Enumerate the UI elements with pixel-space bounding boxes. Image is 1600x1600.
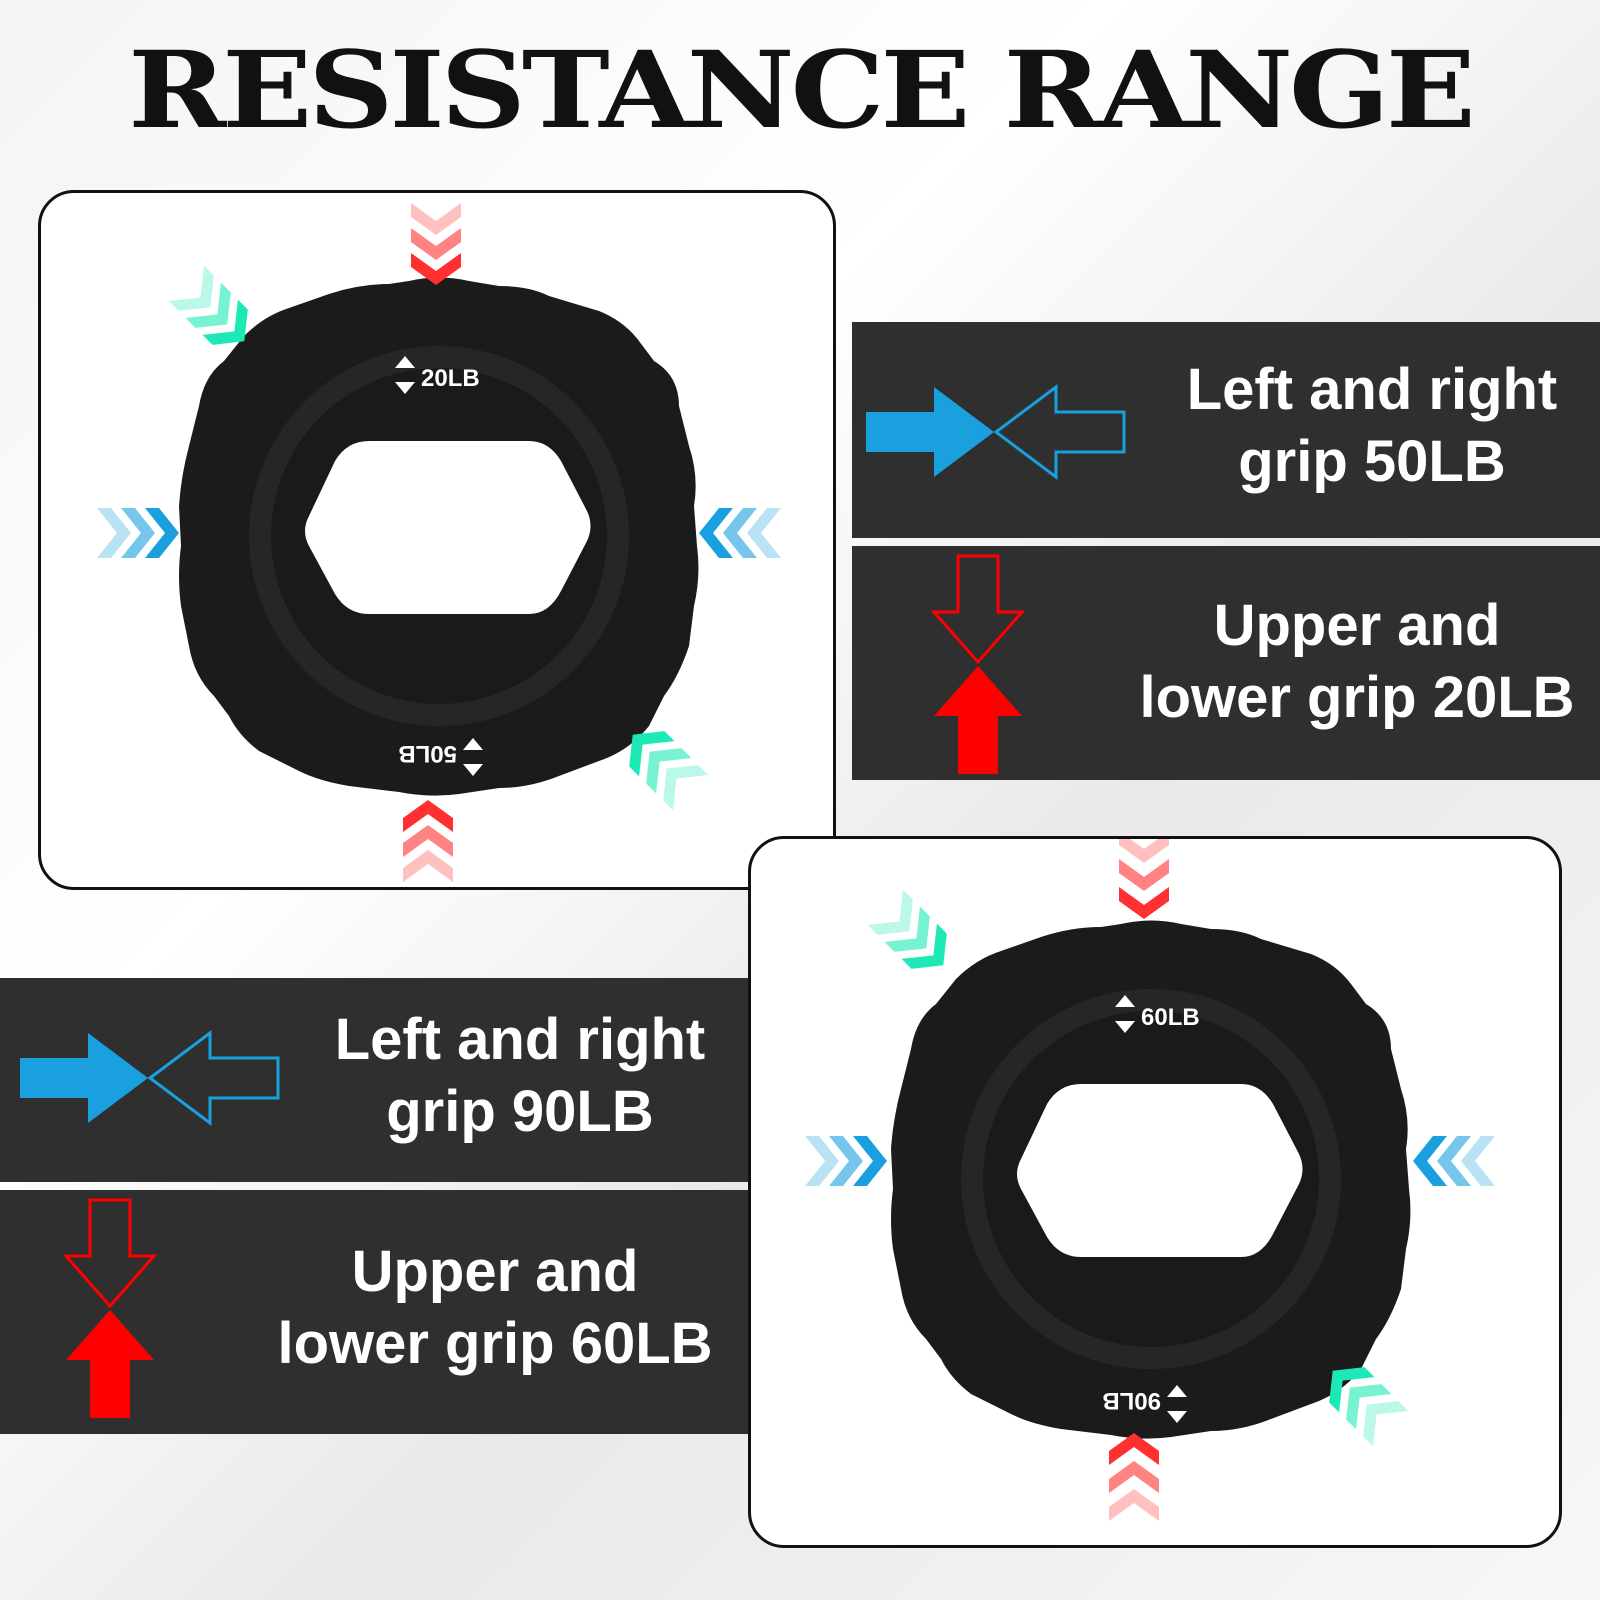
label-top-marker [395,356,415,394]
chevrons-left-blue [805,1136,887,1186]
chevrons-right-blue [699,508,781,558]
grip-ring-illustration-top: 20LB 50LB [97,203,781,882]
band-4-text: Upper and lower grip 60LB [250,1236,740,1380]
product-panel-top: 20LB 50LB [38,190,836,890]
up-down-arrows-icon [930,554,1026,774]
page-title: RESISTANCE RANGE [128,27,1476,153]
chevrons-bottom-red [1109,1433,1159,1521]
left-right-arrows-icon [866,384,1126,480]
band-1-line-2: grip 50LB [1238,429,1506,494]
label-bottom: 50LB [398,740,457,767]
band-2-text: Upper and lower grip 20LB [1122,590,1592,734]
grip-ring: 20LB 50LB [179,277,699,796]
band-2-line-1: Upper and [1213,593,1501,658]
chevrons-diagonal-teal-top [867,889,947,969]
info-band-3: Left and right grip 90LB [0,978,748,1182]
grip-ring-illustration-bottom: 60LB 90LB [805,839,1495,1521]
band-3-line-1: Left and right [334,1007,706,1072]
band-3-text: Left and right grip 90LB [300,1004,740,1148]
label-bottom: 90LB [1102,1387,1161,1414]
chevrons-bottom-red [403,800,453,882]
band-1-line-1: Left and right [1186,357,1558,422]
chevrons-left-blue [97,508,179,558]
info-band-2: Upper and lower grip 20LB [852,546,1600,780]
chevrons-diagonal-teal-top [168,265,248,345]
chevrons-top-red [411,203,461,285]
product-panel-bottom: 60LB 90LB [748,836,1562,1548]
chevrons-diagonal-teal-bottom [1329,1367,1409,1447]
band-2-line-2: lower grip 20LB [1139,665,1575,730]
chevrons-diagonal-teal-bottom [629,731,709,811]
info-band-4: Upper and lower grip 60LB [0,1190,748,1434]
grip-ring: 60LB 90LB [891,920,1411,1439]
info-band-1: Left and right grip 50LB [852,322,1600,538]
chevrons-right-blue [1413,1136,1495,1186]
band-1-text: Left and right grip 50LB [1152,354,1592,498]
band-4-line-1: Upper and [351,1239,639,1304]
left-right-arrows-icon [20,1030,280,1126]
label-top: 20LB [421,365,480,392]
chevrons-top-red [1119,839,1169,919]
up-down-arrows-icon [62,1198,158,1418]
band-4-line-2: lower grip 60LB [277,1311,713,1376]
band-3-line-2: grip 90LB [386,1079,654,1144]
label-top: 60LB [1141,1004,1200,1031]
